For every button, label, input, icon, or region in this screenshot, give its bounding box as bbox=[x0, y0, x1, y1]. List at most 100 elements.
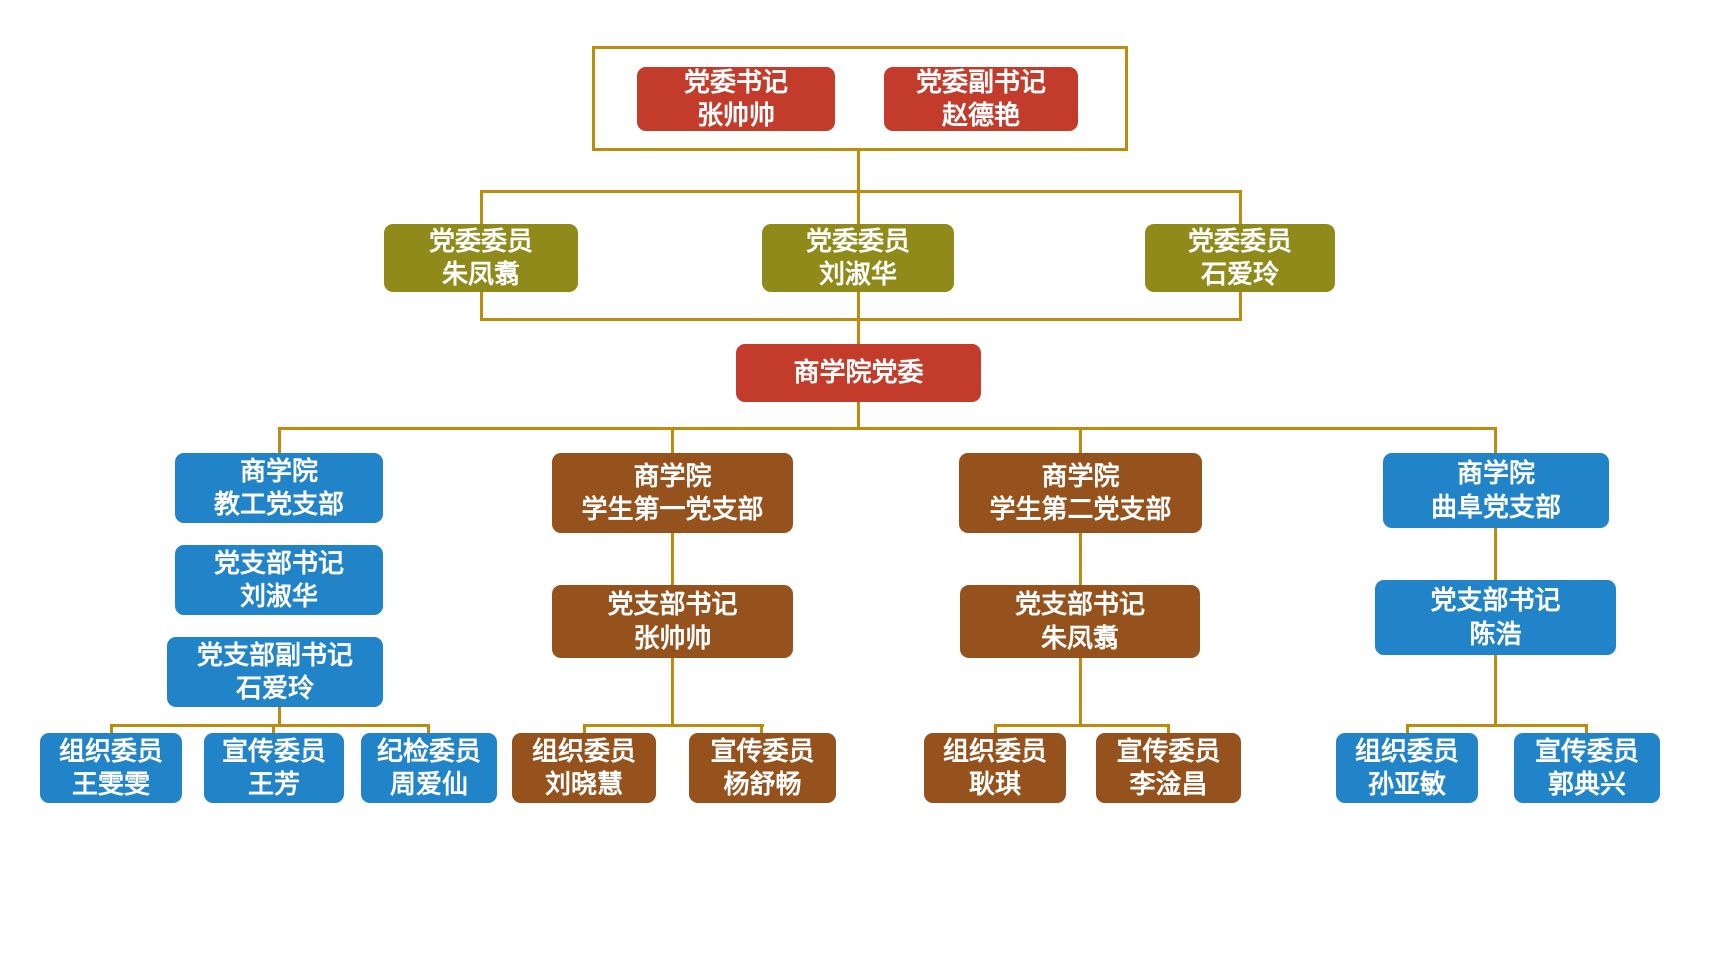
connector-line bbox=[760, 727, 763, 733]
node-role: 宣传委员 bbox=[1116, 735, 1221, 766]
node-branch2-unit: 商学院 学生第一党支部 bbox=[552, 453, 793, 533]
node-unit-line1: 商学院 bbox=[1041, 460, 1120, 491]
node-branch4-secretary: 党支部书记 陈浩 bbox=[1375, 580, 1616, 655]
node-branch3-unit: 商学院 学生第二党支部 bbox=[959, 453, 1202, 533]
node-person-name: 陈浩 bbox=[1469, 618, 1522, 649]
node-role: 宣传委员 bbox=[221, 735, 326, 766]
connector-line bbox=[427, 727, 430, 733]
connector-line bbox=[272, 727, 275, 733]
node-person-name: 刘淑华 bbox=[818, 259, 897, 289]
node-role: 党委书记 bbox=[683, 66, 788, 97]
node-role: 宣传委员 bbox=[710, 735, 815, 766]
node-role: 组织委员 bbox=[1354, 735, 1459, 766]
node-committee-member-1: 党委委员 朱凤翥 bbox=[384, 224, 578, 292]
node-unit-line2: 教工党支部 bbox=[213, 489, 344, 519]
node-role: 党支部书记 bbox=[1430, 585, 1561, 616]
connector-line bbox=[671, 533, 674, 585]
node-committee-member-2: 党委委员 刘淑华 bbox=[762, 224, 954, 292]
node-branch1-deputy-secretary: 党支部副书记 石爱玲 bbox=[167, 637, 383, 707]
node-branch3-publicity-member: 宣传委员 李淦昌 bbox=[1096, 733, 1241, 803]
node-unit-line1: 商学院 bbox=[239, 455, 318, 486]
node-branch4-publicity-member: 宣传委员 郭典兴 bbox=[1514, 733, 1660, 803]
connector-line bbox=[857, 292, 860, 318]
node-person-name: 朱凤翥 bbox=[441, 259, 520, 289]
node-role: 党委委员 bbox=[428, 225, 533, 256]
node-branch3-organization-member: 组织委员 耿琪 bbox=[924, 733, 1066, 803]
connector-line bbox=[1406, 724, 1588, 727]
node-role: 党支部书记 bbox=[607, 589, 738, 620]
connector-line bbox=[278, 430, 281, 453]
node-branch2-publicity-member: 宣传委员 杨舒畅 bbox=[689, 733, 836, 803]
connector-line bbox=[1167, 727, 1170, 733]
connector-line bbox=[1494, 528, 1497, 580]
node-person-name: 王雯雯 bbox=[71, 769, 150, 799]
node-branch4-unit: 商学院 曲阜党支部 bbox=[1383, 453, 1609, 528]
connector-line bbox=[480, 190, 1242, 193]
connector-line bbox=[857, 148, 860, 191]
connector-line bbox=[583, 724, 764, 727]
connector-line bbox=[480, 292, 483, 318]
node-label: 商学院党委 bbox=[793, 357, 924, 388]
connector-line bbox=[1494, 430, 1497, 453]
node-unit-line2: 学生第一党支部 bbox=[581, 494, 764, 524]
connector-line bbox=[480, 318, 1242, 321]
node-person-name: 周爱仙 bbox=[389, 769, 468, 799]
node-person-name: 刘淑华 bbox=[239, 581, 318, 611]
node-unit-line1: 商学院 bbox=[633, 460, 712, 491]
connector-line bbox=[110, 727, 113, 733]
node-person-name: 刘晓慧 bbox=[544, 769, 623, 799]
node-role: 党支部书记 bbox=[213, 547, 344, 578]
node-branch2-organization-member: 组织委员 刘晓慧 bbox=[512, 733, 656, 803]
connector-line bbox=[1079, 658, 1082, 724]
node-person-name: 石爱玲 bbox=[1200, 259, 1279, 289]
connector-line bbox=[857, 193, 860, 224]
connector-line bbox=[857, 402, 860, 427]
node-branch1-secretary: 党支部书记 刘淑华 bbox=[175, 545, 383, 615]
node-person-name: 朱凤翥 bbox=[1040, 622, 1119, 653]
node-role: 党委副书记 bbox=[915, 66, 1046, 97]
connector-line bbox=[1585, 727, 1588, 733]
node-role: 党委委员 bbox=[805, 225, 910, 256]
node-role: 党委委员 bbox=[1187, 225, 1292, 256]
node-committee-member-3: 党委委员 石爱玲 bbox=[1145, 224, 1335, 292]
connector-line bbox=[1239, 193, 1242, 224]
connector-line bbox=[278, 707, 281, 724]
node-person-name: 张帅帅 bbox=[696, 100, 775, 130]
node-role: 组织委员 bbox=[58, 735, 163, 766]
connector-line bbox=[480, 193, 483, 224]
connector-line bbox=[110, 724, 430, 727]
connector-line bbox=[994, 724, 1170, 727]
connector-line bbox=[671, 430, 674, 453]
node-branch1-discipline-member: 纪检委员 周爱仙 bbox=[361, 733, 497, 803]
connector-line bbox=[994, 727, 997, 733]
node-role: 组织委员 bbox=[531, 735, 636, 766]
connector-line bbox=[671, 658, 674, 724]
node-role: 党支部书记 bbox=[1014, 589, 1145, 620]
connector-line bbox=[1079, 533, 1082, 585]
node-person-name: 赵德艳 bbox=[941, 100, 1020, 130]
connector-line bbox=[1406, 727, 1409, 733]
node-person-name: 李淦昌 bbox=[1129, 769, 1208, 799]
connector-line bbox=[1494, 655, 1497, 724]
connector-line bbox=[278, 427, 1497, 430]
connector-line bbox=[1239, 292, 1242, 318]
node-unit-line1: 商学院 bbox=[1456, 458, 1535, 489]
node-branch3-secretary: 党支部书记 朱凤翥 bbox=[960, 585, 1200, 658]
node-role: 纪检委员 bbox=[376, 735, 481, 766]
node-branch1-publicity-member: 宣传委员 王芳 bbox=[204, 733, 344, 803]
node-person-name: 王芳 bbox=[247, 769, 300, 799]
node-person-name: 孙亚敏 bbox=[1367, 769, 1446, 799]
node-party-secretary: 党委书记 张帅帅 bbox=[637, 67, 835, 131]
node-branch1-unit: 商学院 教工党支部 bbox=[175, 453, 383, 523]
node-deputy-party-secretary: 党委副书记 赵德艳 bbox=[884, 67, 1078, 131]
node-unit-line2: 学生第二党支部 bbox=[989, 494, 1172, 524]
connector-line bbox=[583, 727, 586, 733]
node-person-name: 杨舒畅 bbox=[723, 769, 802, 799]
node-role: 宣传委员 bbox=[1534, 735, 1639, 766]
node-branch4-organization-member: 组织委员 孙亚敏 bbox=[1336, 733, 1478, 803]
connector-line bbox=[857, 321, 860, 344]
node-person-name: 张帅帅 bbox=[633, 622, 712, 653]
node-person-name: 耿琪 bbox=[968, 769, 1021, 799]
connector-line bbox=[1079, 430, 1082, 453]
